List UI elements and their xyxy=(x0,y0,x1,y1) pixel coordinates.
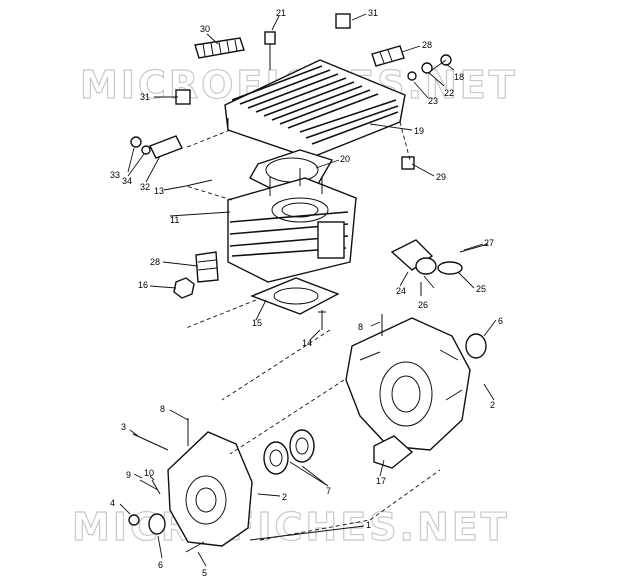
callout-18: 18 xyxy=(454,72,464,82)
nut-23 xyxy=(407,71,417,81)
callout-6-right: 6 xyxy=(498,316,503,326)
callout-20: 20 xyxy=(340,154,350,164)
callout-4: 4 xyxy=(110,498,115,508)
stud-13 xyxy=(185,179,213,187)
base-gasket-15 xyxy=(250,277,340,315)
callout-19: 19 xyxy=(414,126,424,136)
clip-31-left xyxy=(175,89,191,105)
callout-32: 32 xyxy=(140,182,150,192)
callout-13: 13 xyxy=(154,186,164,196)
callout-8-left: 8 xyxy=(160,404,165,414)
callout-14: 14 xyxy=(302,338,312,348)
bearing-7a xyxy=(263,441,289,475)
callout-31: 31 xyxy=(368,8,378,18)
callout-17: 17 xyxy=(376,476,386,486)
wire-holder-30 xyxy=(194,37,245,59)
screw-9 xyxy=(139,479,159,491)
callout-22: 22 xyxy=(444,88,454,98)
callout-27: 27 xyxy=(484,238,494,248)
bolt-3 xyxy=(132,433,169,451)
clip-29 xyxy=(401,156,415,170)
washer-34 xyxy=(141,145,151,155)
head-bolt-18 xyxy=(431,54,452,71)
cover-17 xyxy=(373,435,414,469)
wire-holder-28-top xyxy=(371,45,405,67)
cylinder xyxy=(227,168,357,283)
callout-5: 5 xyxy=(202,568,207,578)
clamp-25 xyxy=(437,261,463,275)
callout-33: 33 xyxy=(110,170,120,180)
callout-24: 24 xyxy=(396,286,406,296)
callout-25: 25 xyxy=(476,284,486,294)
nut-16 xyxy=(173,277,195,299)
seal-6-right xyxy=(465,333,487,359)
screw-27 xyxy=(459,243,489,253)
callout-31-left: 31 xyxy=(140,92,150,102)
clip-31-top xyxy=(335,13,351,29)
nut-4 xyxy=(128,514,140,526)
callout-21: 21 xyxy=(276,8,286,18)
watermark-bottom: MICROFICHES.NET xyxy=(72,505,510,549)
callout-6-left: 6 xyxy=(158,560,163,570)
callout-28: 28 xyxy=(422,40,432,50)
callout-2-left: 2 xyxy=(282,492,287,502)
crankcase-right xyxy=(345,317,471,451)
callout-23: 23 xyxy=(428,96,438,106)
callout-29: 29 xyxy=(436,172,446,182)
dowel-pin-14 xyxy=(318,310,326,330)
intake-flange-24 xyxy=(390,239,437,275)
pin-10 xyxy=(151,479,161,495)
seal-6-left xyxy=(148,513,166,535)
callout-28-side: 28 xyxy=(150,257,160,267)
wire-holder-28-side xyxy=(195,251,219,283)
callout-30: 30 xyxy=(200,24,210,34)
crankcase-left xyxy=(167,431,253,547)
callout-2-right: 2 xyxy=(490,400,495,410)
nut-33 xyxy=(130,136,142,148)
callout-10: 10 xyxy=(144,468,154,478)
callout-8-right: 8 xyxy=(358,322,363,332)
callout-3: 3 xyxy=(121,422,126,432)
callout-7: 7 xyxy=(326,486,331,496)
spark-plug-21 xyxy=(264,31,276,70)
callout-15: 15 xyxy=(252,318,262,328)
callout-9: 9 xyxy=(126,470,131,480)
bolt-5 xyxy=(185,541,205,553)
callout-11: 11 xyxy=(170,215,179,225)
callout-34: 34 xyxy=(122,176,132,186)
callout-26: 26 xyxy=(418,300,428,310)
washer-22 xyxy=(421,62,433,74)
callout-1: 1 xyxy=(366,520,371,530)
bearing-7b xyxy=(289,429,315,463)
plate-32 xyxy=(149,135,183,159)
callout-16: 16 xyxy=(138,280,148,290)
